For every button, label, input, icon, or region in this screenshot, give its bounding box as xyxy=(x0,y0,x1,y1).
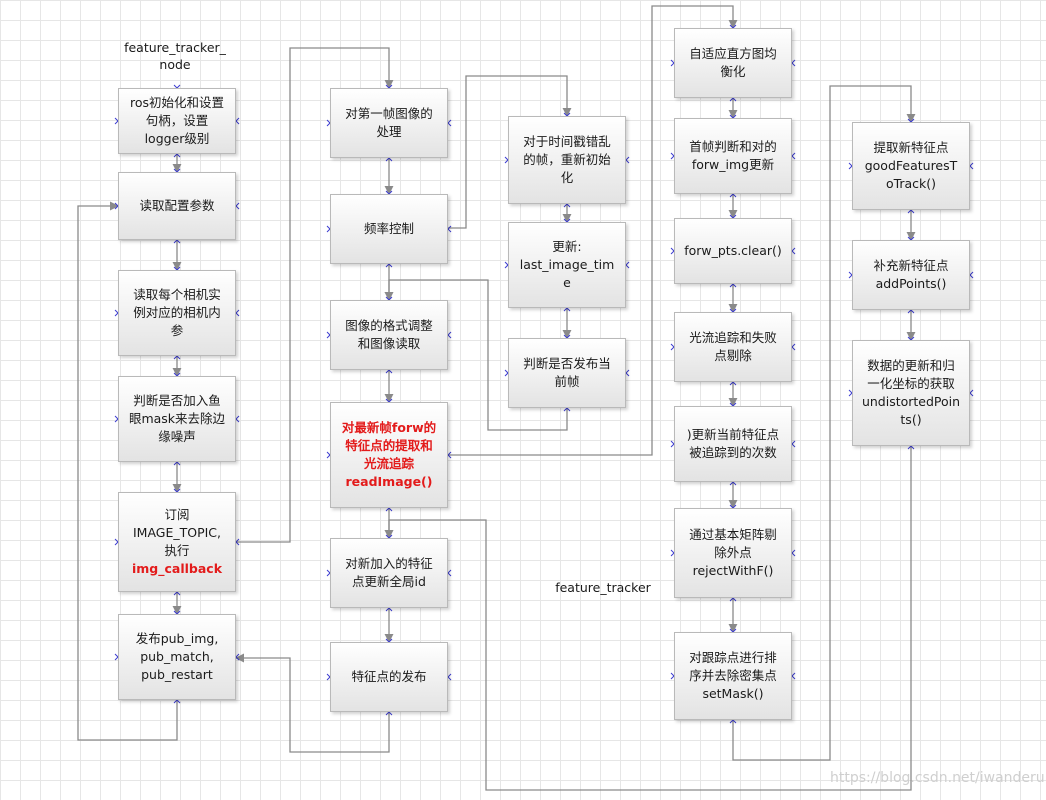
update-global-id-box[interactable]: 对新加入的特征 点更新全局id xyxy=(330,538,448,608)
add-points-box[interactable]: 补充新特征点 addPoints() xyxy=(852,240,970,310)
publish-topics-box[interactable]: 发布pub_img, pub_match, pub_restart xyxy=(118,614,236,700)
connector-line xyxy=(384,446,912,791)
read-config-box[interactable]: 读取配置参数 xyxy=(118,172,236,240)
connector-line xyxy=(236,47,394,543)
clahe-box[interactable]: 自适应直方图均 衡化 xyxy=(674,28,792,98)
update-last-image-time-box[interactable]: 更新: last_image_tim e xyxy=(508,222,626,308)
frequency-control-box[interactable]: 频率控制 xyxy=(330,194,448,264)
first-frame-forw-img-box[interactable]: 首帧判断和对的 forw_img更新 xyxy=(674,118,792,194)
good-features-box[interactable]: 提取新特征点 goodFeaturesT oTrack() xyxy=(852,122,970,210)
connector-line xyxy=(448,75,572,229)
update-track-count-box[interactable]: )更新当前特征点 被追踪到的次数 xyxy=(674,406,792,482)
subscribe-image-topic-box[interactable]: 订阅 IMAGE_TOPIC, 执行 img_callback xyxy=(118,492,236,592)
first-frame-box[interactable]: 对第一帧图像的 处理 xyxy=(330,88,448,158)
img-callback-label: img_callback xyxy=(131,561,223,577)
ros-init-box[interactable]: ros初始化和设置 句柄，设置 logger级别 xyxy=(118,88,236,154)
node-title: feature_tracker_ node xyxy=(124,40,226,72)
reject-with-f-box[interactable]: 通过基本矩阵剔 除外点 rejectWithF() xyxy=(674,508,792,598)
read-camera-intrinsics-box[interactable]: 读取每个相机实 例对应的相机内 参 xyxy=(118,270,236,356)
fisheye-mask-box[interactable]: 判断是否加入鱼 眼mask来去除边 缘噪声 xyxy=(118,376,236,462)
set-mask-box[interactable]: 对跟踪点进行排 序并去除密集点 setMask() xyxy=(674,632,792,720)
connector-line xyxy=(732,85,916,761)
read-image-box[interactable]: 对最新帧forw的 特征点的提取和 光流追踪 readImage() xyxy=(330,402,448,508)
undistorted-points-box[interactable]: 数据的更新和归 一化坐标的获取 undistortedPoin ts() xyxy=(852,340,970,446)
connector-line xyxy=(448,5,738,456)
watermark: https://blog.csdn.net/iwanderu xyxy=(830,770,1045,786)
forw-pts-clear-box[interactable]: forw_pts.clear() xyxy=(674,218,792,284)
connector-line xyxy=(384,279,568,431)
optical-flow-box[interactable]: 光流追踪和失败 点剔除 xyxy=(674,312,792,382)
judge-publish-frame-box[interactable]: 判断是否发布当 前帧 xyxy=(508,338,626,408)
timestamp-reset-box[interactable]: 对于时间戳错乱 的帧，重新初始 化 xyxy=(508,116,626,204)
connector-line xyxy=(77,201,178,741)
image-format-read-box[interactable]: 图像的格式调整 和图像读取 xyxy=(330,300,448,370)
publish-features-box[interactable]: 特征点的发布 xyxy=(330,642,448,712)
module-title: feature_tracker xyxy=(555,580,651,595)
connector-line xyxy=(235,653,390,753)
